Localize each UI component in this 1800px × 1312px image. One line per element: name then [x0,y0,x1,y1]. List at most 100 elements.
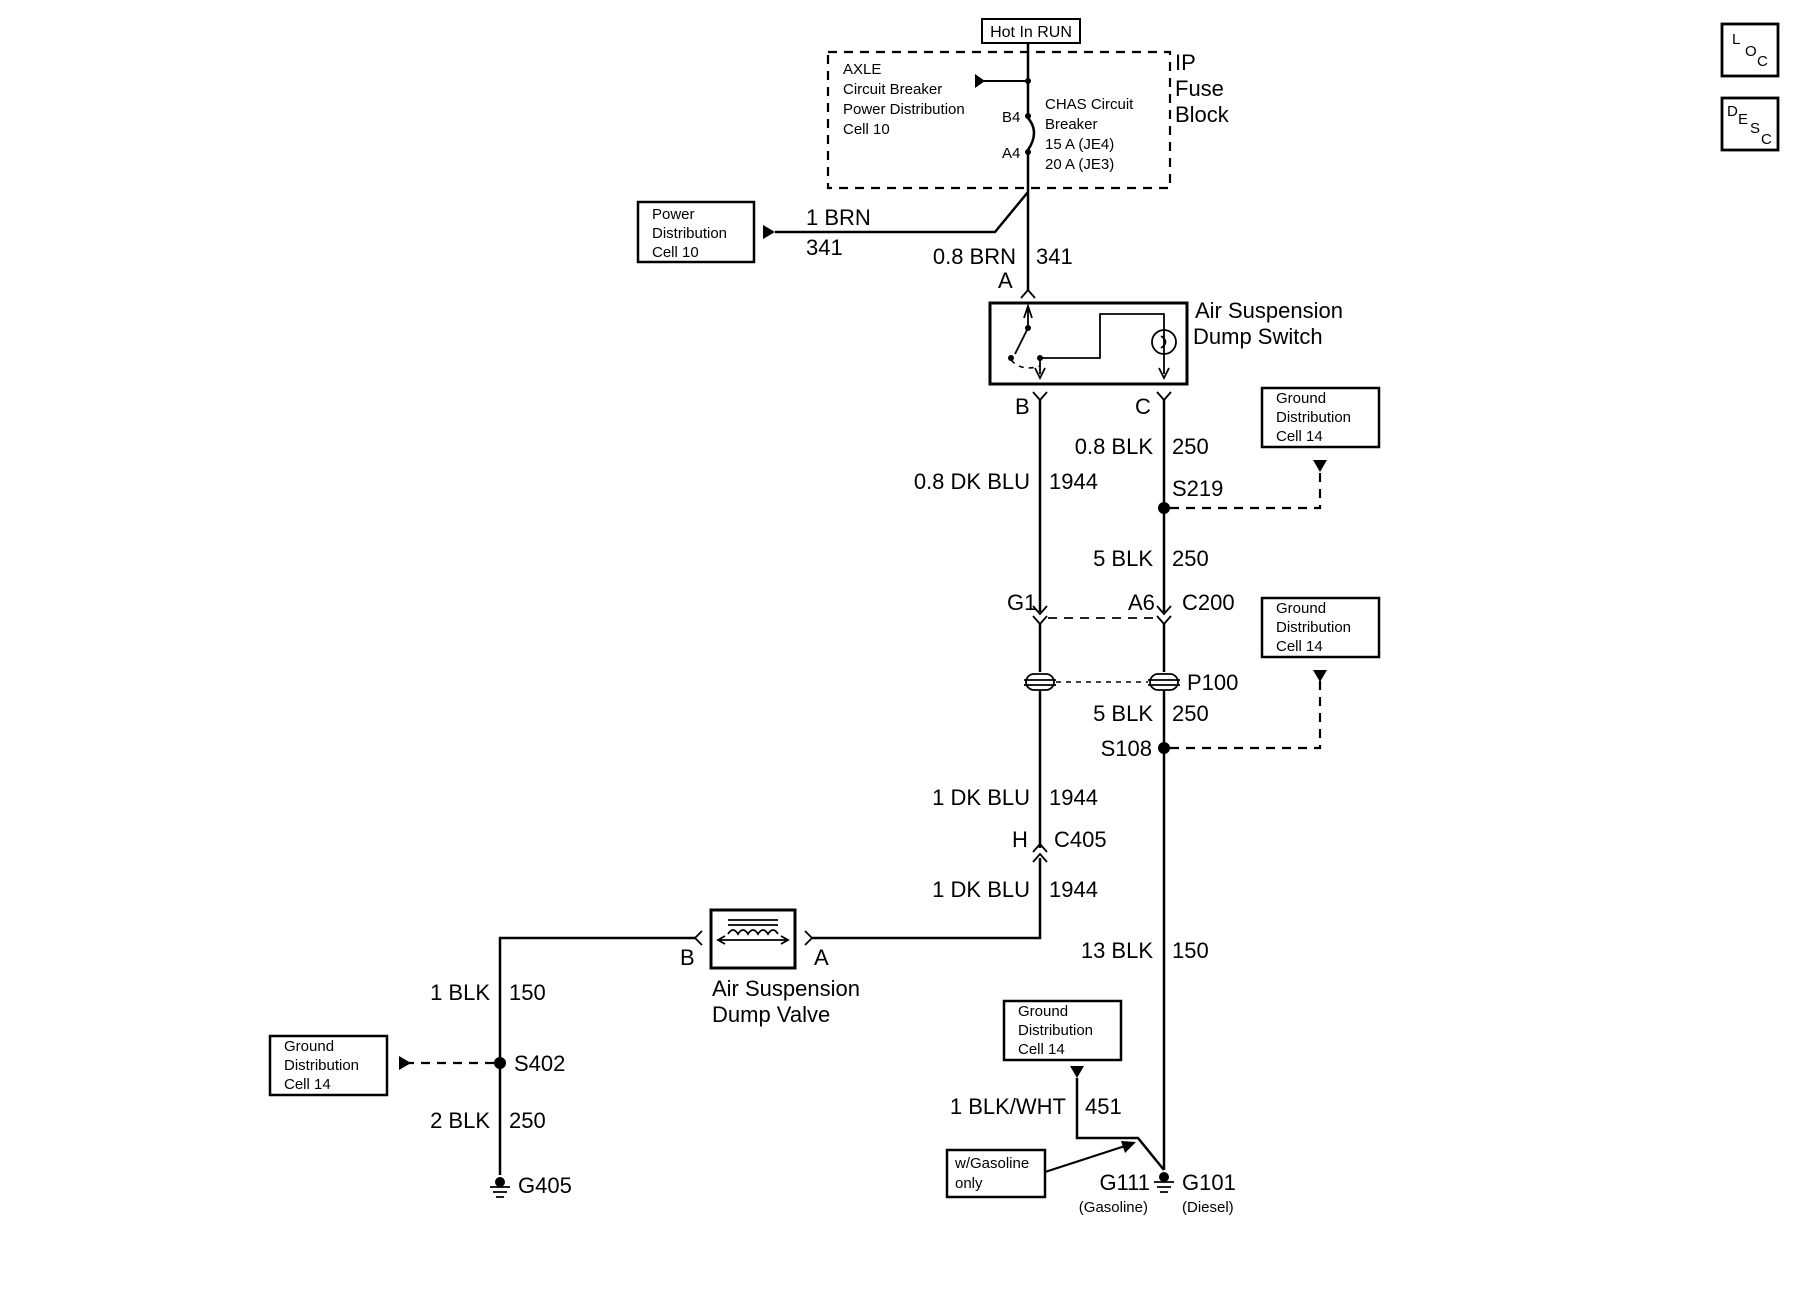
svg-text:Cell 14: Cell 14 [1276,428,1323,445]
wire-5blk-2-label: 5 BLK [1093,701,1153,726]
dump-switch-pin-c: C [1135,394,1151,419]
ground-g111-label: G111 [1099,1170,1150,1195]
axle-breaker-reference: AXLE Circuit Breaker Power Distribution … [843,61,965,138]
dump-valve-pin-b-connector [693,930,703,946]
splice-s402-label: S402 [514,1051,565,1076]
svg-text:w/Gasoline: w/Gasoline [954,1155,1029,1172]
svg-text:Ground: Ground [284,1038,334,1055]
svg-text:Air Suspension: Air Suspension [1195,298,1343,323]
wire-1brn-label: 1 BRN [806,205,871,230]
wire-2blk-label: 2 BLK [430,1108,490,1133]
s219-ground-arrow [1313,460,1327,472]
wire-08dkblu-circuit: 1944 [1049,469,1098,494]
pin-a-connector [1020,288,1036,299]
desc-icon[interactable]: D E S C [1720,96,1780,152]
loc-icon[interactable]: L O C [1720,22,1780,78]
gasoline-pointer-head [1121,1141,1136,1153]
ground-distribution-box-1: Ground Distribution Cell 14 [1260,386,1381,449]
svg-text:CHAS Circuit: CHAS Circuit [1045,96,1134,113]
wire-1blk-circuit: 150 [509,980,546,1005]
wire-1dkblu-2-label: 1 DK BLU [932,877,1030,902]
svg-text:D: D [1727,103,1738,120]
svg-text:Ground: Ground [1276,390,1326,407]
svg-text:IP: IP [1175,50,1196,75]
axle-arrow-head [975,74,985,88]
splice-s108-label: S108 [1101,736,1152,761]
power-distribution-box: Power Distribution Cell 10 [636,200,756,264]
svg-text:AXLE: AXLE [843,61,881,78]
svg-text:Circuit Breaker: Circuit Breaker [843,81,942,98]
p100-right-symbol [1148,673,1180,691]
power-dist-arrow [763,225,775,239]
wire-1blk-label: 1 BLK [430,980,490,1005]
ground-distribution-box-4: Ground Distribution Cell 14 [1002,999,1123,1062]
dump-valve-body [709,908,797,970]
dump-switch-body [988,301,1189,386]
svg-text:only: only [955,1175,983,1192]
hot-in-run-label: Hot In RUN [981,18,1081,44]
wire-5blk-1-label: 5 BLK [1093,546,1153,571]
svg-text:Ground: Ground [1276,600,1326,617]
wire-08blk-circuit: 250 [1172,434,1209,459]
svg-text:Cell 10: Cell 10 [652,244,699,261]
box4-arrow [1070,1066,1084,1078]
wire-1brn-341 [775,191,1029,234]
splice-s108-dot [1158,742,1170,754]
svg-text:15 A (JE4): 15 A (JE4) [1045,136,1114,153]
svg-text:E: E [1738,111,1748,128]
c405-label: C405 [1054,827,1107,852]
svg-text:Cell 14: Cell 14 [284,1076,331,1093]
wire-5blk-1-circuit: 250 [1172,546,1209,571]
svg-text:Dump Valve: Dump Valve [712,1002,830,1027]
ground-g111-note: (Gasoline) [1079,1199,1148,1216]
ground-g101-label: G101 [1182,1170,1236,1195]
svg-text:S: S [1750,120,1760,137]
s402-ground-arrow [399,1056,411,1070]
splice-s402-dot [494,1057,506,1069]
p100-left-symbol [1024,673,1056,691]
wire-08dkblu-label: 0.8 DK BLU [914,469,1030,494]
svg-text:Power Distribution: Power Distribution [843,101,965,118]
c200-pin-a6: A6 [1128,590,1155,615]
splice-s219-dot [1158,502,1170,514]
svg-text:Block: Block [1175,102,1230,127]
c200-pin-g1: G1 [1007,590,1036,615]
wire-1dkblu-2-circuit: 1944 [1049,877,1098,902]
svg-text:Breaker: Breaker [1045,116,1098,133]
s108-ground-dash [1170,676,1322,750]
svg-text:Distribution: Distribution [284,1057,359,1074]
wire-1944-to-valve [812,858,1042,940]
wire-1dkblu-1-label: 1 DK BLU [932,785,1030,810]
svg-text:Ground: Ground [1018,1003,1068,1020]
ip-fuse-block-label: IP Fuse Block [1175,50,1230,127]
ground-distribution-box-2: Ground Distribution Cell 14 [1260,596,1381,659]
wire-1blkwht-circuit: 451 [1085,1094,1122,1119]
ground-distribution-box-3: Ground Distribution Cell 14 [268,1034,389,1097]
svg-text:Distribution: Distribution [652,225,727,242]
svg-text:O: O [1745,43,1757,60]
svg-text:Distribution: Distribution [1276,409,1351,426]
svg-text:Air Suspension: Air Suspension [712,976,860,1001]
wire-08brn-label: 0.8 BRN [933,244,1016,269]
svg-text:Dump Switch: Dump Switch [1193,324,1323,349]
dump-valve-pin-a: A [814,945,829,970]
p100-label: P100 [1187,670,1238,695]
wire-13blk-circuit: 150 [1172,938,1209,963]
wire-150-left [498,936,695,1175]
gasoline-pointer [1044,1144,1126,1174]
wire-1blkwht-label: 1 BLK/WHT [950,1094,1066,1119]
ground-g111-g101-icon [1154,1172,1174,1193]
ground-g101-note: (Diesel) [1182,1199,1234,1216]
svg-text:Power: Power [652,206,695,223]
s108-ground-arrow [1313,670,1327,682]
wire-1brn-circuit: 341 [806,235,843,260]
splice-s219-label: S219 [1172,476,1223,501]
wire-08brn-circuit: 341 [1036,244,1073,269]
svg-text:Hot In RUN: Hot In RUN [990,24,1072,41]
svg-text:C: C [1761,131,1772,148]
dump-valve-label: Air Suspension Dump Valve [712,976,860,1027]
svg-text:Fuse: Fuse [1175,76,1224,101]
wire-1dkblu-1-circuit: 1944 [1049,785,1098,810]
c200-label: C200 [1182,590,1235,615]
c405-symbol [1032,842,1048,863]
